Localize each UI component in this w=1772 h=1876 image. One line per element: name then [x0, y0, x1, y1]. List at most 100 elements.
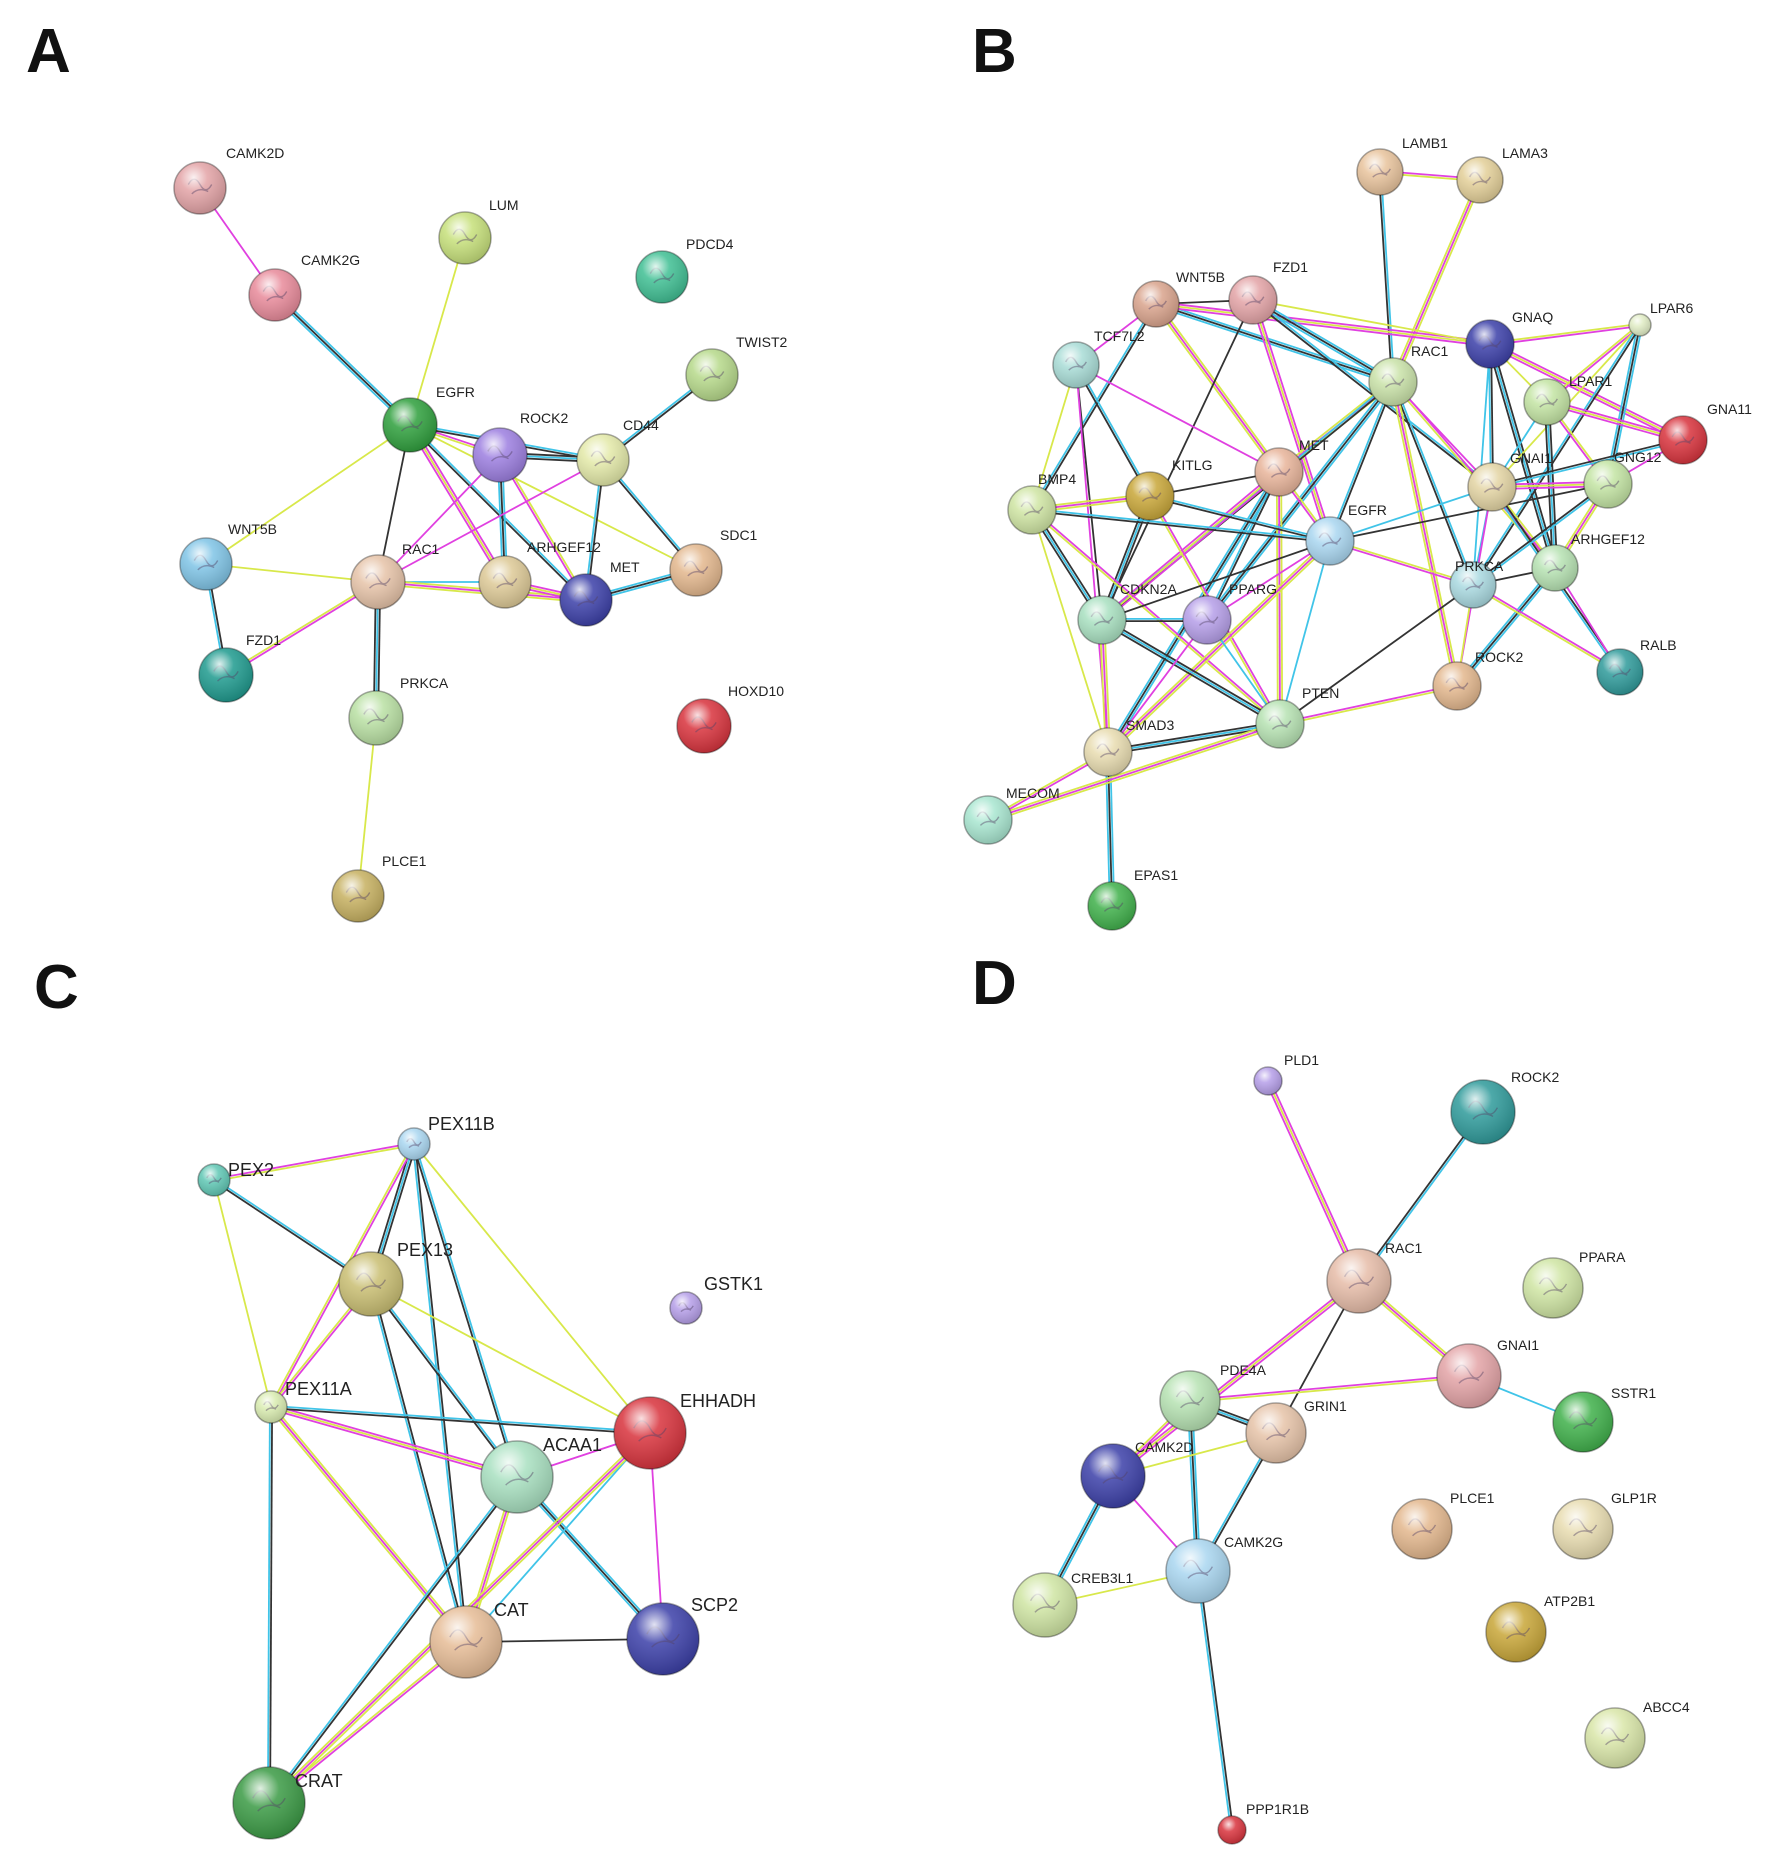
- node-pparg[interactable]: PPARG: [1182, 581, 1277, 645]
- node-bmp4[interactable]: BMP4: [1007, 471, 1076, 535]
- edge-gnai1-pde4a: [1189, 1374, 1470, 1403]
- edge-egfr-gng12: [1329, 483, 1609, 542]
- node-ppp1r1b[interactable]: PPP1R1B: [1217, 1801, 1309, 1845]
- edge-fzd1-egfr: [1250, 299, 1333, 542]
- node-gstk1[interactable]: GSTK1: [669, 1274, 763, 1325]
- node-gnaq[interactable]: GNAQ: [1465, 309, 1553, 369]
- node-prkca[interactable]: PRKCA: [1449, 558, 1504, 609]
- node-plce1-label: PLCE1: [382, 853, 427, 869]
- node-sdc1[interactable]: SDC1: [669, 527, 758, 597]
- node-plce1[interactable]: PLCE1: [1391, 1490, 1495, 1560]
- node-epas1[interactable]: EPAS1: [1087, 867, 1178, 931]
- edge-rock2-met: [498, 453, 588, 602]
- node-lpar6[interactable]: LPAR6: [1628, 300, 1694, 337]
- node-pex11b[interactable]: PEX11B: [397, 1114, 495, 1161]
- node-creb3l1[interactable]: CREB3L1: [1012, 1570, 1133, 1638]
- node-acaa1[interactable]: ACAA1: [480, 1435, 602, 1514]
- node-rac1[interactable]: RAC1: [1326, 1240, 1423, 1314]
- node-sdc1-label: SDC1: [720, 527, 758, 543]
- node-lama3[interactable]: LAMA3: [1456, 145, 1548, 204]
- node-camk2d[interactable]: CAMK2D: [1080, 1439, 1193, 1509]
- node-camk2d[interactable]: CAMK2D: [173, 145, 284, 215]
- node-pten[interactable]: PTEN: [1255, 685, 1339, 749]
- node-sstr1-label: SSTR1: [1611, 1385, 1656, 1401]
- node-egfr-label: EGFR: [436, 384, 475, 400]
- edge-wnt5b-bmp4: [1030, 302, 1158, 512]
- node-arhgef12[interactable]: ARHGEF12: [478, 539, 601, 609]
- node-camk2g-label: CAMK2G: [301, 252, 360, 268]
- node-kitlg[interactable]: KITLG: [1125, 457, 1212, 521]
- node-hoxd10[interactable]: HOXD10: [676, 683, 784, 754]
- node-gna11[interactable]: GNA11: [1658, 401, 1752, 465]
- node-cat[interactable]: CAT: [429, 1600, 529, 1679]
- node-plce1-label: PLCE1: [1450, 1490, 1495, 1506]
- node-pdcd4[interactable]: PDCD4: [635, 236, 734, 304]
- node-mecom[interactable]: MECOM: [963, 785, 1060, 845]
- node-glp1r[interactable]: GLP1R: [1552, 1490, 1657, 1560]
- node-ralb[interactable]: RALB: [1596, 637, 1677, 696]
- node-fzd1[interactable]: FZD1: [198, 632, 281, 703]
- edge-tcf7l2-kitlg: [1074, 364, 1152, 497]
- edge-wnt5b-gnaq: [1155, 300, 1491, 348]
- node-pde4a[interactable]: PDE4A: [1159, 1362, 1267, 1432]
- node-sstr1[interactable]: SSTR1: [1552, 1385, 1656, 1453]
- node-atp2b1[interactable]: ATP2B1: [1485, 1593, 1595, 1663]
- node-tcf7l2[interactable]: TCF7L2: [1052, 328, 1145, 389]
- edge-pex11a-acaa1: [270, 1404, 518, 1480]
- node-egfr[interactable]: EGFR: [1305, 502, 1387, 566]
- edge-pex2-pex11a: [213, 1179, 272, 1408]
- node-grin1[interactable]: GRIN1: [1245, 1398, 1347, 1464]
- node-hoxd10-label: HOXD10: [728, 683, 784, 699]
- node-ppara-label: PPARA: [1579, 1249, 1626, 1265]
- node-prkca[interactable]: PRKCA: [348, 675, 449, 746]
- node-arhgef12[interactable]: ARHGEF12: [1531, 531, 1645, 592]
- node-rock2[interactable]: ROCK2: [1432, 649, 1523, 711]
- node-egfr[interactable]: EGFR: [382, 384, 475, 453]
- node-met[interactable]: MET: [1254, 437, 1329, 497]
- node-arhgef12-label: ARHGEF12: [527, 539, 601, 555]
- node-lum[interactable]: LUM: [438, 197, 519, 265]
- node-pex13[interactable]: PEX13: [338, 1240, 453, 1317]
- node-cdkn2a[interactable]: CDKN2A: [1077, 581, 1177, 645]
- node-arhgef12-label: ARHGEF12: [1571, 531, 1645, 547]
- node-cd44[interactable]: CD44: [576, 417, 659, 487]
- panel-b: B LAMB1LAMA3WNT5BFZD1GNAQLPAR6TCF7L2RAC1…: [963, 17, 1752, 931]
- node-abcc4-label: ABCC4: [1643, 1699, 1690, 1715]
- node-ppara[interactable]: PPARA: [1522, 1249, 1626, 1319]
- node-pex2[interactable]: PEX2: [197, 1160, 274, 1197]
- node-pex11a[interactable]: PEX11A: [254, 1379, 352, 1424]
- node-lpar1[interactable]: LPAR1: [1523, 373, 1613, 426]
- node-wnt5b[interactable]: WNT5B: [1132, 269, 1225, 328]
- edge-pex11b-cat: [412, 1143, 468, 1643]
- node-scp2[interactable]: SCP2: [626, 1595, 738, 1676]
- node-plce1[interactable]: PLCE1: [331, 853, 427, 923]
- node-wnt5b[interactable]: WNT5B: [179, 521, 277, 591]
- node-smad3[interactable]: SMAD3: [1083, 717, 1174, 777]
- node-abcc4[interactable]: ABCC4: [1584, 1699, 1690, 1769]
- node-camk2g-label: CAMK2G: [1224, 1534, 1283, 1550]
- node-camk2g[interactable]: CAMK2G: [248, 252, 360, 322]
- node-rac1[interactable]: RAC1: [1368, 343, 1449, 407]
- node-gng12[interactable]: GNG12: [1583, 449, 1662, 509]
- node-ehhadh[interactable]: EHHADH: [613, 1391, 756, 1470]
- node-gnai1[interactable]: GNAI1: [1467, 450, 1552, 512]
- node-rock2[interactable]: ROCK2: [472, 410, 568, 483]
- node-met[interactable]: MET: [559, 559, 640, 627]
- node-camk2g[interactable]: CAMK2G: [1165, 1534, 1283, 1604]
- node-rock2[interactable]: ROCK2: [1450, 1069, 1559, 1145]
- edge-wnt5b-rac1: [205, 563, 379, 583]
- node-creb3l1-label: CREB3L1: [1071, 1570, 1133, 1586]
- edge-egfr-smad3: [1105, 538, 1333, 755]
- node-lamb1[interactable]: LAMB1: [1356, 135, 1448, 196]
- node-fzd1[interactable]: FZD1: [1228, 259, 1308, 325]
- node-gnai1[interactable]: GNAI1: [1436, 1337, 1539, 1409]
- node-rac1-label: RAC1: [1411, 343, 1449, 359]
- node-lama3-label: LAMA3: [1502, 145, 1548, 161]
- node-crat[interactable]: CRAT: [232, 1766, 343, 1840]
- edge-egfr-wnt5b: [205, 424, 411, 565]
- node-prkca-label: PRKCA: [400, 675, 449, 691]
- node-pld1[interactable]: PLD1: [1253, 1052, 1319, 1096]
- node-twist2[interactable]: TWIST2: [685, 334, 788, 402]
- node-cd44-label: CD44: [623, 417, 659, 433]
- node-rac1[interactable]: RAC1: [350, 541, 440, 610]
